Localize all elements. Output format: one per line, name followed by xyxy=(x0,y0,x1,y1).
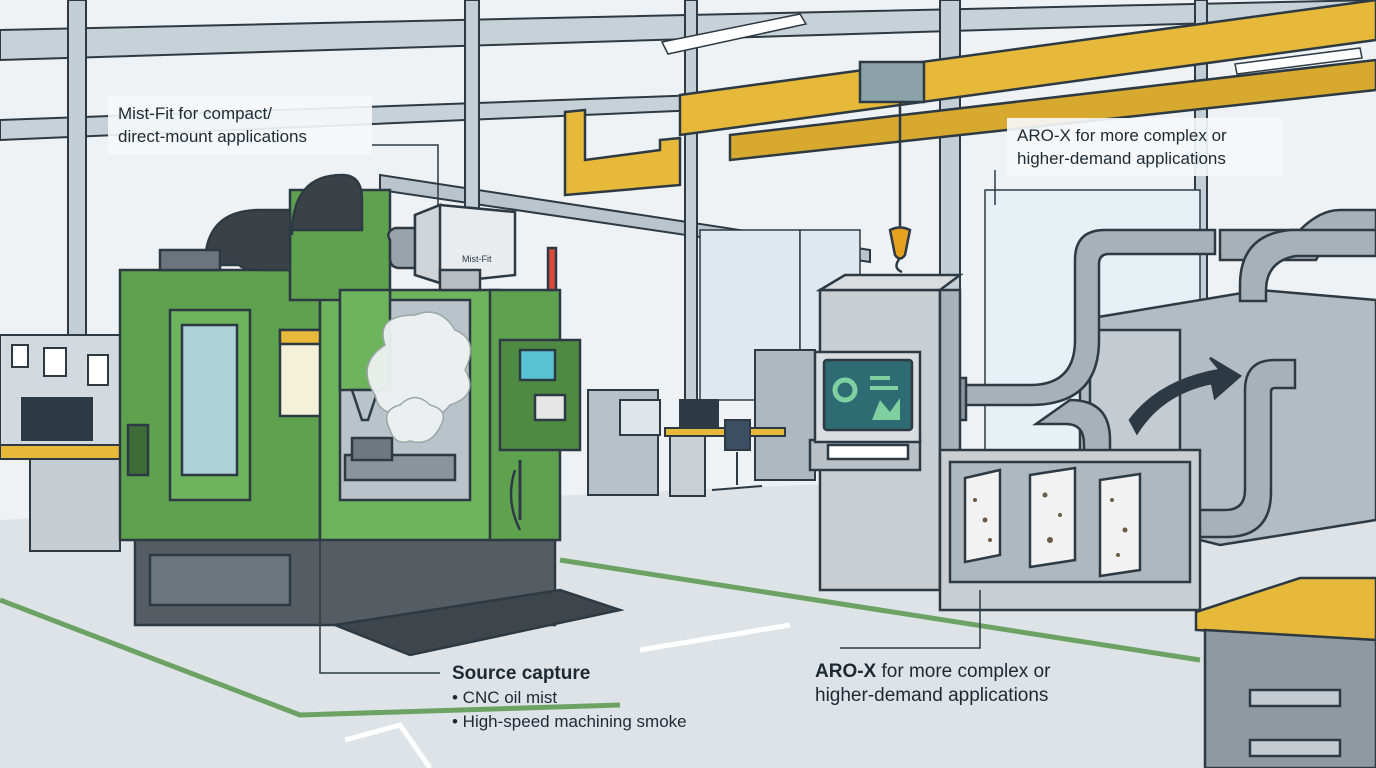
mist-fit-unit-label: Mist-Fit xyxy=(462,254,492,264)
mist-fit-callout-line2: direct-mount applications xyxy=(118,127,307,146)
overhead-crane xyxy=(563,0,1376,274)
aro-x-callout-bottom-rest: for more complex or xyxy=(876,661,1051,682)
aro-x-callout-bottom-line2: higher-demand applications xyxy=(815,685,1049,706)
cnc-machine xyxy=(118,173,625,657)
callout-leader-lines xyxy=(319,144,996,674)
aro-x-callout-bottom: ARO-X for more complex or higher-demand … xyxy=(815,660,1050,708)
aro-x-brand: ARO-X xyxy=(815,661,877,682)
source-capture-callout: Source capture • CNC oil mist • High-spe… xyxy=(452,662,687,734)
floor-markings xyxy=(0,557,1201,718)
aro-x-unit xyxy=(808,273,1202,612)
aro-x-callout-top: ARO-X for more complex or higher-demand … xyxy=(1007,118,1282,176)
workbench-right xyxy=(1194,576,1376,768)
mist-fit-unit xyxy=(387,203,517,292)
aro-x-callout-top-line1: ARO-X for more complex or xyxy=(1017,126,1227,145)
floor-lines-white xyxy=(344,622,791,768)
aro-x-callout-top-line2: higher-demand applications xyxy=(1017,149,1226,168)
source-capture-bullet-smoke: • High-speed machining smoke xyxy=(452,712,687,731)
aro-x-callout-bottom-line1: ARO-X for more complex or xyxy=(815,660,1050,684)
mist-fit-callout-line1: Mist-Fit for compact/ xyxy=(118,104,272,123)
source-capture-bullet-oil-mist: • CNC oil mist xyxy=(452,688,558,707)
background-equipment xyxy=(587,349,816,497)
source-capture-title: Source capture xyxy=(452,663,591,684)
oil-mist-smoke xyxy=(366,311,472,444)
mist-fit-callout: Mist-Fit for compact/ direct-mount appli… xyxy=(108,96,372,154)
